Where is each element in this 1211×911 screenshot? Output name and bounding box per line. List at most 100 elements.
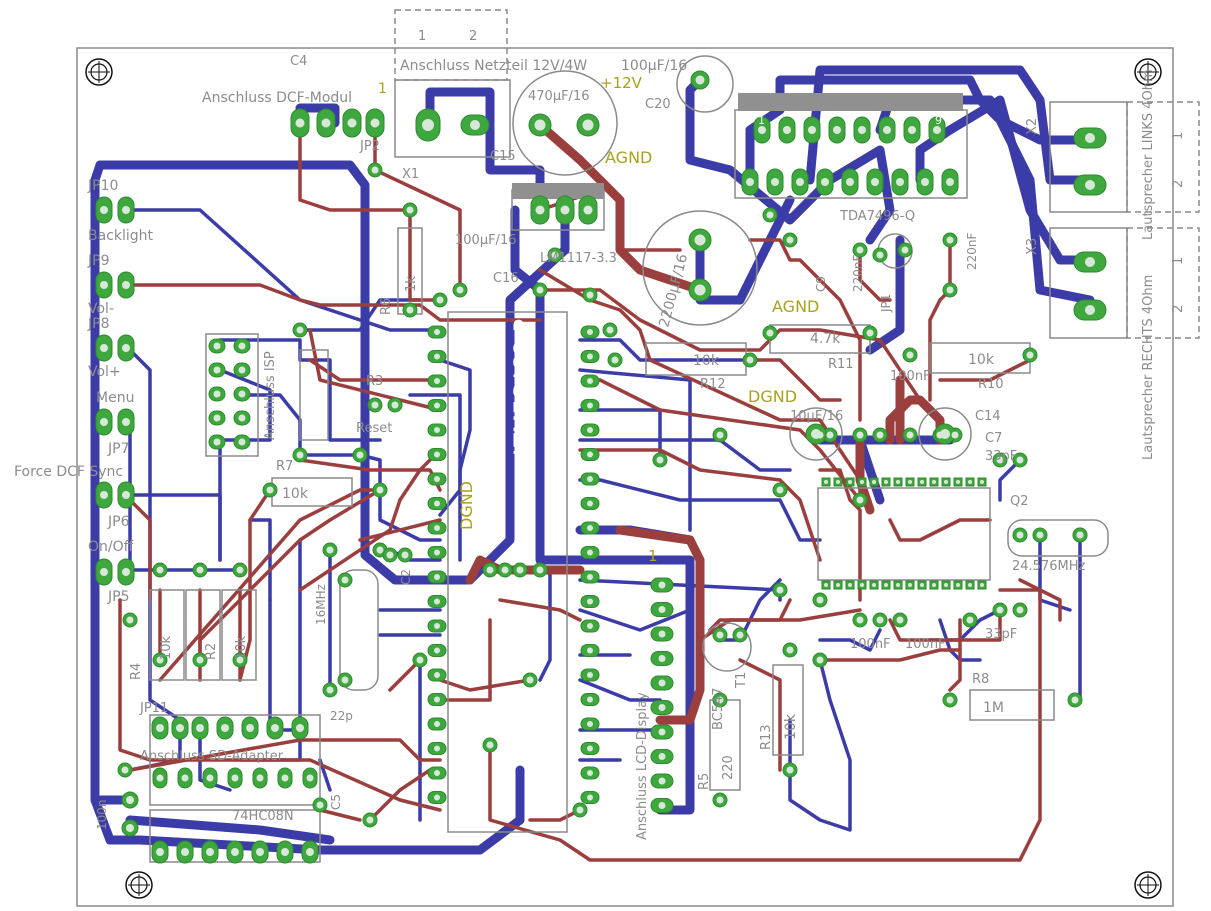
connector-x1-body [394, 79, 511, 158]
pad-hole [356, 451, 364, 459]
jp11-ref: JP11 [139, 701, 168, 716]
jp9-ref: JP9 [87, 253, 109, 269]
pad-hole [576, 806, 584, 814]
pad-hole [716, 696, 724, 704]
u1-outline [817, 487, 991, 581]
pad-hole [587, 329, 593, 335]
pad-hole [486, 566, 494, 574]
pad-hole [434, 598, 440, 605]
pad-hole [181, 774, 189, 782]
pad-hole [796, 178, 804, 186]
jp7-label: Menu [96, 390, 134, 406]
pad-hole [434, 794, 440, 801]
r13-value: 10k [783, 713, 799, 740]
pad-hole [848, 583, 852, 587]
pad-hole [256, 848, 264, 856]
x3-body [1049, 227, 1128, 339]
pad-hole [896, 178, 904, 186]
r13-ref: R13 [759, 724, 774, 750]
pad-hole [716, 796, 724, 804]
pad-hole [371, 166, 379, 174]
c9-ref: C9 [814, 276, 828, 292]
r3-body [299, 349, 329, 441]
jp1-label: JP1 [879, 294, 893, 313]
c1-value: 100µF/16 [455, 233, 516, 248]
pad-hole [347, 118, 357, 128]
pad-hole [422, 119, 434, 131]
pad-hole [434, 672, 440, 678]
pad-hole [434, 402, 440, 409]
x2-dashed [1126, 101, 1200, 213]
pad-hole [858, 126, 866, 134]
r5-value: 220 [721, 755, 736, 780]
pad-hole [766, 211, 774, 219]
pad-hole [370, 118, 380, 128]
c20-value: 100µF/16 [621, 58, 687, 74]
q2-value: 24.576MHz [1012, 559, 1085, 574]
pad-hole [658, 704, 666, 711]
pad-hole [587, 549, 593, 556]
pad-hole [281, 848, 289, 856]
pad-hole [1016, 456, 1024, 464]
hc-name: 74HC08N [232, 809, 294, 824]
speaker-right-label: Lautsprecher RECHTS 4Ohm [1141, 275, 1156, 460]
pad-hole [434, 353, 440, 360]
pad-hole [551, 251, 559, 259]
mcu-outline [447, 311, 568, 833]
pad-hole [321, 118, 331, 128]
x2-pin2: 2 [1171, 180, 1186, 188]
bc547-label: BC547 [711, 687, 726, 730]
r11-ref: R11 [828, 357, 854, 372]
r6-ref: R6 [379, 298, 394, 315]
pad-hole [122, 344, 130, 352]
c20-ref: C20 [645, 97, 671, 112]
big-cap-value: 2200µF/16 [656, 252, 691, 329]
pad-hole [884, 583, 888, 587]
pad-hole [940, 429, 950, 439]
pad-hole [587, 427, 593, 433]
pad-hole [534, 119, 546, 131]
pad-hole [587, 721, 593, 727]
xtal-q1-outline [339, 569, 379, 691]
pad-hole [587, 451, 593, 458]
pad-hole [833, 126, 841, 134]
pad-hole [434, 745, 440, 752]
pad-hole [122, 491, 130, 499]
pad-hole [944, 480, 948, 484]
pad-hole [213, 342, 221, 350]
x3-pin1: 1 [1171, 257, 1186, 265]
cap-c15-outline [512, 70, 618, 176]
pad-hole [776, 586, 784, 594]
pad-hole [231, 848, 239, 856]
jp8-label: Vol+ [88, 364, 121, 380]
pad-hole [932, 583, 936, 587]
pad-hole [658, 679, 666, 687]
r4-body [149, 589, 185, 681]
pad-hole [296, 724, 304, 732]
pad-hole [933, 126, 941, 134]
pad-hole [1076, 531, 1084, 539]
pad-hole [582, 119, 594, 131]
pad-hole [771, 178, 779, 186]
pad-hole [587, 598, 593, 605]
pad-hole [658, 630, 666, 638]
pad-hole [306, 774, 314, 782]
pad-hole [434, 329, 440, 335]
pad-hole [586, 291, 594, 299]
jp10-ref: JP10 [87, 178, 118, 194]
pad-hole [946, 696, 954, 704]
pad-hole [296, 326, 304, 334]
pad-hole [486, 741, 494, 749]
c7-value: 33pF [985, 449, 1017, 464]
c12-value: 100nF [890, 369, 931, 384]
connector-x1-dashed [394, 9, 508, 81]
pad-hole [860, 583, 864, 587]
pad-hole [434, 525, 440, 531]
dgnd-label-2: DGND [457, 481, 476, 530]
pad-hole [536, 566, 544, 574]
pad-hole [611, 356, 619, 364]
pad-hole [946, 236, 954, 244]
pad-hole [295, 118, 305, 128]
pad-hole [932, 480, 936, 484]
